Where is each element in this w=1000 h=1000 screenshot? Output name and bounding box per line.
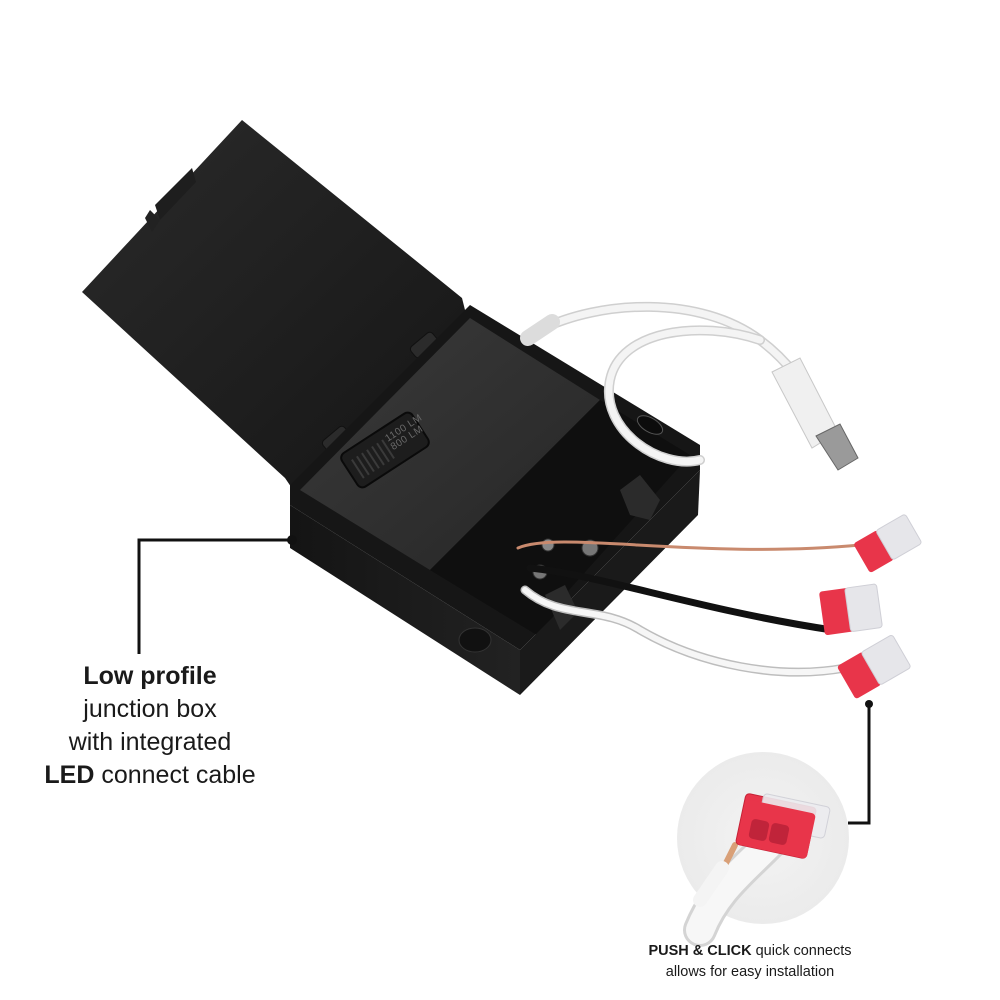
push-connector-3 — [837, 635, 911, 699]
lumen-selector-switch — [340, 411, 430, 489]
caption-right-bold: PUSH & CLICK — [648, 943, 752, 959]
left-callout-line — [137, 535, 297, 654]
caption-left-line2: junction box — [83, 695, 217, 723]
caption-right-line1: quick connects — [751, 943, 852, 959]
caption-left-bold: Low profile — [83, 662, 217, 690]
junction-box-body — [290, 305, 700, 695]
caption-left-line4: connect cable — [94, 761, 256, 789]
caption-left-led: LED — [44, 761, 95, 789]
caption-left-line3: with integrated — [68, 728, 232, 756]
push-connector-2 — [819, 583, 883, 636]
right-callout-line — [848, 700, 873, 825]
wire-leads — [516, 540, 862, 677]
junction-box-caption: Low profile junction box with integrated… — [10, 660, 290, 792]
push-connector-1 — [854, 514, 922, 573]
push-click-caption: PUSH & CLICK quick connects allows for e… — [600, 941, 900, 983]
caption-right-line2: allows for easy installation — [665, 964, 835, 980]
barrel-plug-connector — [771, 357, 859, 471]
connector-closeup-inset — [677, 752, 849, 947]
